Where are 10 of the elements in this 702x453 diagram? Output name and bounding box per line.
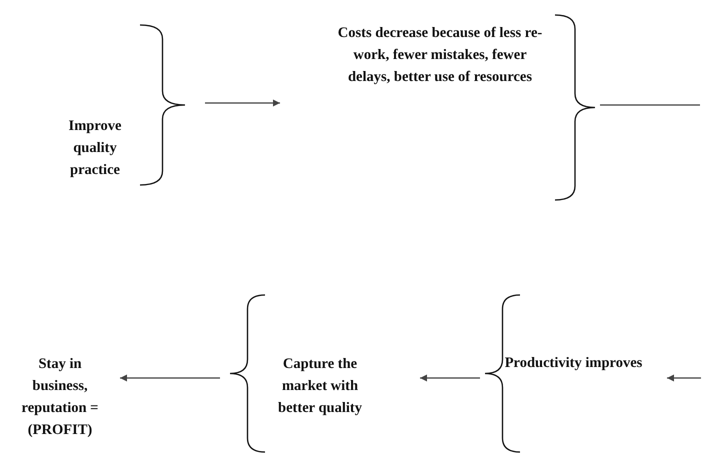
arrow — [205, 100, 280, 106]
node-text: Costs decrease because of less re-work, fewer mistakes, fewer delays, better use of resources — [338, 24, 542, 87]
connector-line — [600, 104, 700, 106]
node-text: Productivity improves — [504, 354, 644, 373]
arrow — [667, 374, 701, 382]
arrow — [420, 374, 480, 382]
node-text: Stay in business, reputation = (PROFIT) — [20, 354, 100, 440]
node-text: Improve quality practice — [68, 117, 122, 180]
arrow — [120, 374, 220, 382]
node-text: Capture the market with better quality — [277, 355, 363, 418]
